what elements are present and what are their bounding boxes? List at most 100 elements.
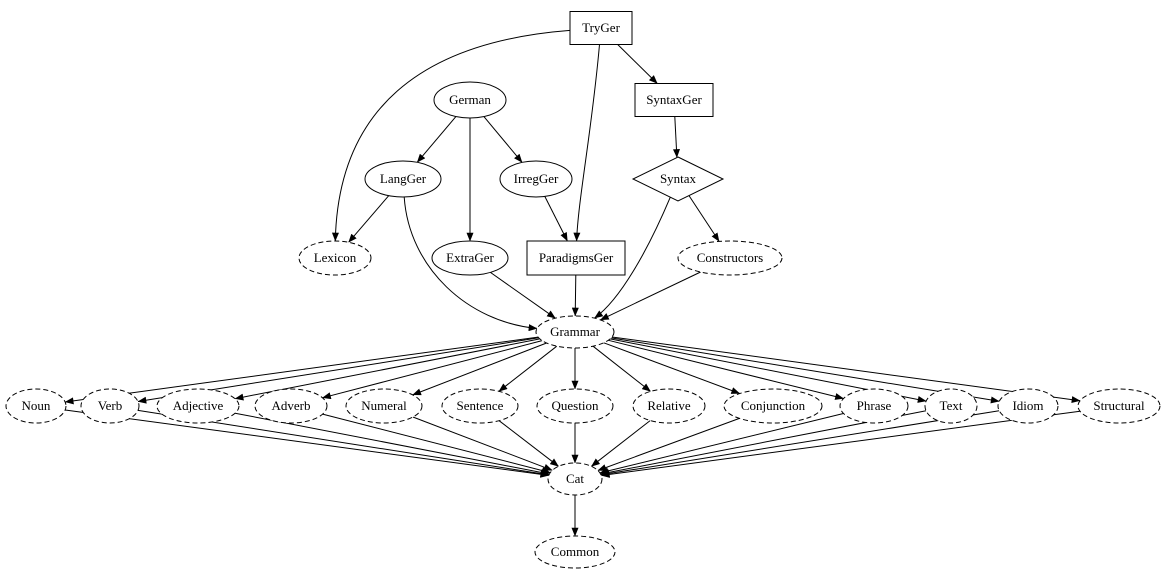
edge-paradigmsger-grammar bbox=[571, 274, 579, 317]
edge-numeral-cat bbox=[412, 416, 553, 471]
node-verb: Verb bbox=[80, 388, 140, 424]
edge-irregger-paradigmsger bbox=[544, 196, 568, 242]
edge-grammar-structural bbox=[611, 336, 1081, 404]
node-irregger: IrregGer bbox=[499, 160, 573, 198]
edge-grammar-sentence bbox=[498, 345, 558, 392]
node-shape-ellipse bbox=[80, 388, 140, 424]
node-label: Grammar bbox=[550, 324, 600, 339]
node-grammar: Grammar bbox=[535, 315, 615, 349]
node-german: German bbox=[433, 81, 507, 119]
node-label: Structural bbox=[1093, 398, 1145, 413]
edge-structural-cat bbox=[600, 410, 1081, 478]
node-label: ExtraGer bbox=[446, 250, 494, 265]
edge-layer bbox=[64, 29, 1081, 537]
node-shape-ellipse bbox=[499, 160, 573, 198]
node-shape-ellipse bbox=[364, 160, 442, 198]
node-label: SyntaxGer bbox=[646, 92, 702, 107]
node-langger: LangGer bbox=[364, 160, 442, 198]
node-sentence: Sentence bbox=[441, 388, 519, 424]
node-adverb: Adverb bbox=[254, 388, 328, 424]
edge-tryger-paradigmsger bbox=[573, 44, 600, 242]
node-label: Adverb bbox=[272, 398, 311, 413]
node-shape-ellipse bbox=[431, 240, 509, 276]
node-shape-ellipse bbox=[156, 388, 240, 424]
node-shape-ellipse bbox=[254, 388, 328, 424]
node-shape-ellipse bbox=[839, 388, 909, 424]
node-noun: Noun bbox=[5, 388, 67, 424]
node-shape-ellipse bbox=[433, 81, 507, 119]
node-idiom: Idiom bbox=[997, 388, 1059, 424]
node-label: Sentence bbox=[457, 398, 504, 413]
edge-phrase-cat bbox=[599, 413, 844, 475]
node-cat: Cat bbox=[547, 462, 603, 496]
node-label: Text bbox=[940, 398, 963, 413]
node-label: Adjective bbox=[173, 398, 224, 413]
node-shape-ellipse bbox=[924, 388, 978, 424]
node-shape-ellipse bbox=[1077, 388, 1161, 424]
node-label: Verb bbox=[98, 398, 123, 413]
node-question: Question bbox=[536, 388, 614, 424]
node-label: Noun bbox=[22, 398, 51, 413]
edge-adverb-cat bbox=[322, 413, 551, 474]
node-extrager: ExtraGer bbox=[431, 240, 509, 276]
edge-langger-lexicon bbox=[348, 195, 390, 243]
node-shape-ellipse bbox=[632, 388, 706, 424]
node-structural: Structural bbox=[1077, 388, 1161, 424]
edge-grammar-numeral bbox=[412, 342, 547, 396]
node-label: Question bbox=[552, 398, 599, 413]
edge-german-irregger bbox=[483, 116, 523, 163]
node-label: Numeral bbox=[361, 398, 407, 413]
node-shape-ellipse bbox=[677, 240, 783, 276]
node-shape-ellipse bbox=[723, 388, 823, 424]
node-constructors: Constructors bbox=[677, 240, 783, 276]
node-label: Conjunction bbox=[741, 398, 806, 413]
node-shape-diamond bbox=[631, 156, 725, 202]
edge-tryger-lexicon bbox=[331, 29, 571, 242]
node-shape-ellipse bbox=[345, 388, 423, 424]
node-shape-rect bbox=[569, 11, 633, 45]
edge-relative-cat bbox=[591, 420, 651, 467]
node-numeral: Numeral bbox=[345, 388, 423, 424]
node-adjective: Adjective bbox=[156, 388, 240, 424]
node-label: German bbox=[449, 92, 491, 107]
node-lexicon: Lexicon bbox=[298, 240, 372, 276]
node-phrase: Phrase bbox=[839, 388, 909, 424]
node-label: Cat bbox=[566, 471, 584, 486]
node-label: Syntax bbox=[660, 171, 697, 186]
node-syntax: Syntax bbox=[631, 156, 725, 202]
node-paradigmsger: ParadigmsGer bbox=[526, 240, 626, 276]
edge-extrager-grammar bbox=[490, 271, 556, 319]
node-label: ParadigmsGer bbox=[539, 250, 614, 265]
node-shape-ellipse bbox=[997, 388, 1059, 424]
edge-grammar-phrase bbox=[608, 339, 844, 400]
node-label: Phrase bbox=[857, 398, 892, 413]
edge-grammar-adverb bbox=[322, 340, 543, 400]
edge-idiom-cat bbox=[600, 410, 1000, 477]
node-text: Text bbox=[924, 388, 978, 424]
edge-conjunction-cat bbox=[597, 417, 740, 471]
node-label: Relative bbox=[647, 398, 691, 413]
node-label: Lexicon bbox=[314, 250, 357, 265]
node-shape-rect bbox=[526, 240, 626, 276]
edge-syntaxger-syntax bbox=[672, 116, 680, 158]
node-shape-ellipse bbox=[536, 388, 614, 424]
node-shape-ellipse bbox=[534, 535, 616, 569]
node-shape-ellipse bbox=[441, 388, 519, 424]
node-label: LangGer bbox=[380, 171, 427, 186]
edge-sentence-cat bbox=[498, 420, 559, 467]
edge-constructors-grammar bbox=[600, 271, 701, 321]
node-tryger: TryGer bbox=[569, 11, 633, 45]
node-shape-ellipse bbox=[535, 315, 615, 349]
edge-noun-cat bbox=[65, 409, 550, 478]
node-shape-ellipse bbox=[547, 462, 603, 496]
node-shape-ellipse bbox=[5, 388, 67, 424]
edge-grammar-idiom bbox=[611, 337, 1000, 404]
edge-adjective-cat bbox=[235, 412, 550, 476]
edge-grammar-noun bbox=[64, 336, 539, 405]
edge-syntax-constructors bbox=[688, 195, 720, 242]
node-relative: Relative bbox=[632, 388, 706, 424]
node-shape-rect bbox=[634, 83, 714, 117]
